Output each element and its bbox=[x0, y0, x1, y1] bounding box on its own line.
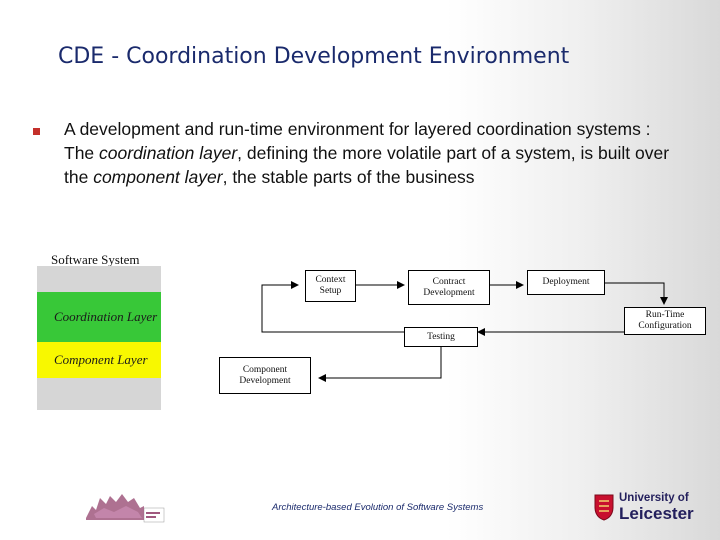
arrow-deployment-to-runtime bbox=[605, 282, 668, 305]
software-system-label: Software System bbox=[51, 252, 140, 267]
component-layer-label: Component Layer bbox=[54, 352, 148, 367]
slide-title: CDE - Coordination Development Environme… bbox=[58, 44, 570, 69]
context-setup-line2: Setup bbox=[319, 286, 342, 296]
bullet-line-1: A development and run-time environment f… bbox=[64, 119, 651, 139]
context-setup-line1: Context bbox=[315, 275, 346, 285]
runtime-configuration-line2: Configuration bbox=[638, 321, 692, 331]
deployment-label: Deployment bbox=[542, 277, 590, 287]
university-line-1: University of bbox=[619, 492, 689, 504]
arrow-testing-to-component bbox=[318, 345, 442, 382]
software-system-stack: Coordination Layer Component Layer bbox=[37, 266, 161, 410]
component-layer: Component Layer bbox=[37, 342, 161, 378]
bullet-line-2-mid: , defining the more volatile part of a s… bbox=[64, 143, 670, 187]
deployment-box: Deployment bbox=[527, 270, 605, 295]
coordination-layer-term: coordination layer bbox=[99, 143, 238, 163]
testing-box: Testing bbox=[404, 327, 478, 347]
university-logo: University of Leicester bbox=[593, 492, 698, 523]
coordination-layer: Coordination Layer bbox=[37, 292, 161, 342]
university-line-2: Leicester bbox=[619, 504, 694, 523]
bullet-marker bbox=[33, 128, 40, 135]
bullet-text: A development and run-time environment f… bbox=[64, 117, 689, 189]
castle-illustration-icon bbox=[86, 494, 165, 523]
component-development-line2: Development bbox=[239, 375, 291, 386]
testing-label: Testing bbox=[427, 331, 455, 342]
contract-development-line2: Development bbox=[423, 287, 475, 298]
project-logo bbox=[84, 488, 166, 528]
bullet-line-2-post: , the stable parts of the business bbox=[222, 167, 475, 187]
component-layer-term: component layer bbox=[93, 167, 223, 187]
component-development-line1: Component bbox=[242, 364, 288, 375]
runtime-configuration-line1: Run-Time bbox=[645, 310, 685, 320]
contract-development-line1: Contract bbox=[432, 276, 466, 287]
arrow-testing-to-context bbox=[261, 281, 404, 333]
university-crest-icon bbox=[594, 494, 614, 521]
coordination-layer-label: Coordination Layer bbox=[54, 309, 158, 324]
bullet-line-2-pre: The bbox=[64, 143, 100, 163]
university-wordmark: University of Leicester bbox=[619, 492, 694, 523]
footer-caption: Architecture-based Evolution of Software… bbox=[272, 502, 484, 513]
